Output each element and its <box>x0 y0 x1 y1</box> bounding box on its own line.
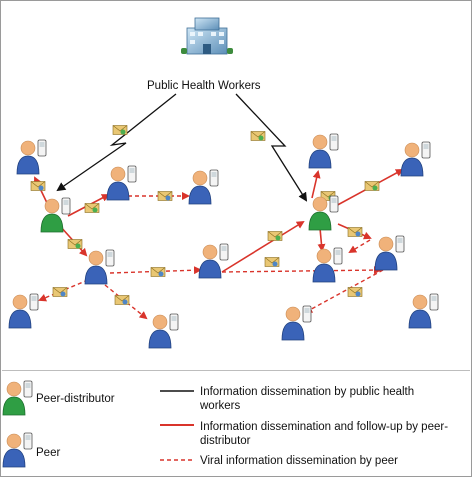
legend-label-peer-distributor: Peer-distributor <box>36 393 115 405</box>
legend-peer-distributor-icon <box>2 380 33 416</box>
public-health-workers-label: Public Health Workers <box>147 80 261 92</box>
message-envelope-icon <box>264 257 280 267</box>
peer-node <box>106 165 137 201</box>
public-health-building-icon <box>181 17 233 55</box>
peer-node <box>281 305 312 341</box>
peer-node <box>374 235 405 271</box>
peer-node <box>408 293 439 329</box>
peer-node <box>148 313 179 349</box>
message-envelope-icon <box>157 191 173 201</box>
legend-peer-icon <box>2 432 33 468</box>
message-envelope-icon <box>250 131 266 141</box>
message-envelope-icon <box>347 287 363 297</box>
message-envelope-icon <box>267 231 283 241</box>
legend-label-viral: Viral information dissemination by peer <box>200 455 398 467</box>
peer-node <box>198 243 229 279</box>
peer-node <box>8 293 39 329</box>
message-envelope-icon <box>67 239 83 249</box>
message-envelope-icon <box>347 227 363 237</box>
legend-divider <box>2 370 470 371</box>
legend-label-public-health-line2: workers <box>200 400 241 412</box>
message-envelope-icon <box>84 203 100 213</box>
message-envelope-icon <box>112 125 128 135</box>
legend-label-followup-line2: distributor <box>200 435 251 447</box>
health-worker-arrow-left <box>56 93 177 192</box>
legend-label-public-health-line1: Information dissemination by public heal… <box>200 386 415 398</box>
message-envelope-icon <box>114 295 130 305</box>
peer-node <box>400 141 431 177</box>
health-worker-arrow-right <box>235 93 308 202</box>
peer-node <box>308 133 339 169</box>
message-envelope-icon <box>30 181 46 191</box>
message-envelope-icon <box>52 287 68 297</box>
message-envelope-icon <box>150 267 166 277</box>
peer-node <box>312 247 343 283</box>
message-envelope-icon <box>364 181 380 191</box>
peer-node <box>16 139 47 175</box>
peer-node <box>188 169 219 205</box>
peer-distributor-node <box>40 197 71 233</box>
legend-label-followup-line1: Information dissemination and follow-up … <box>200 421 449 433</box>
peer-distributor-node <box>308 195 339 231</box>
legend-label-peer: Peer <box>36 447 61 459</box>
peer-node <box>84 249 115 285</box>
